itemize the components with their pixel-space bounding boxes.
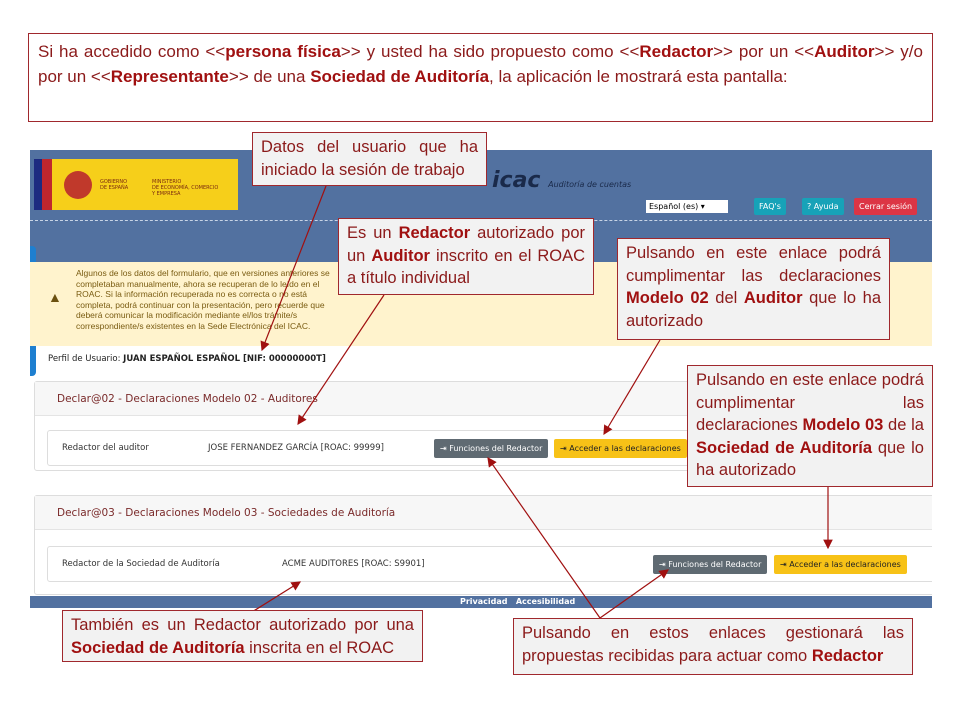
user-profile: Perfil de Usuario: JUAN ESPAÑOL ESPAÑOL …: [48, 354, 326, 364]
government-logo: GOBIERNO DE ESPAÑA MINISTERIO DE ECONOMÍ…: [34, 159, 238, 210]
acceder-declaraciones-button[interactable]: ⇥ Acceder a las declaraciones: [774, 555, 907, 574]
callout-redactor-auditor: Es un Redactor autorizado por un Auditor…: [338, 218, 594, 295]
logout-button[interactable]: Cerrar sesión: [854, 198, 918, 215]
icac-logo: icac Auditoría de cuentas: [492, 168, 632, 193]
acceder-declaraciones-button[interactable]: ⇥ Acceder a las declaraciones: [554, 439, 687, 458]
funciones-redactor-button[interactable]: ⇥ Funciones del Redactor: [653, 555, 768, 574]
callout-modelo-03: Pulsando en este enlace podrá cumpliment…: [687, 365, 933, 487]
funciones-redactor-button[interactable]: ⇥ Funciones del Redactor: [434, 439, 549, 458]
callout-sociedad: También es un Redactor autorizado por un…: [62, 610, 423, 662]
callout-modelo-02: Pulsando en este enlace podrá cumpliment…: [617, 238, 890, 340]
list-item: Redactor de la Sociedad de Auditoría ACM…: [47, 546, 932, 582]
intro-text: Si ha accedido como <<persona física>> y…: [28, 33, 933, 122]
card-modelo-03: Declar@03 - Declaraciones Modelo 03 - So…: [34, 495, 932, 595]
warning-icon: ▲: [48, 289, 62, 305]
language-select[interactable]: Español (es) ▾: [646, 200, 728, 213]
help-button[interactable]: ? Ayuda: [802, 198, 844, 215]
callout-user-data: Datos del usuario que ha iniciado la ses…: [252, 132, 487, 186]
faq-button[interactable]: FAQ's: [754, 198, 786, 215]
footer-links[interactable]: Privacidad Accesibilidad: [30, 596, 932, 608]
callout-funciones: Pulsando en estos enlaces gestionará las…: [513, 618, 913, 675]
